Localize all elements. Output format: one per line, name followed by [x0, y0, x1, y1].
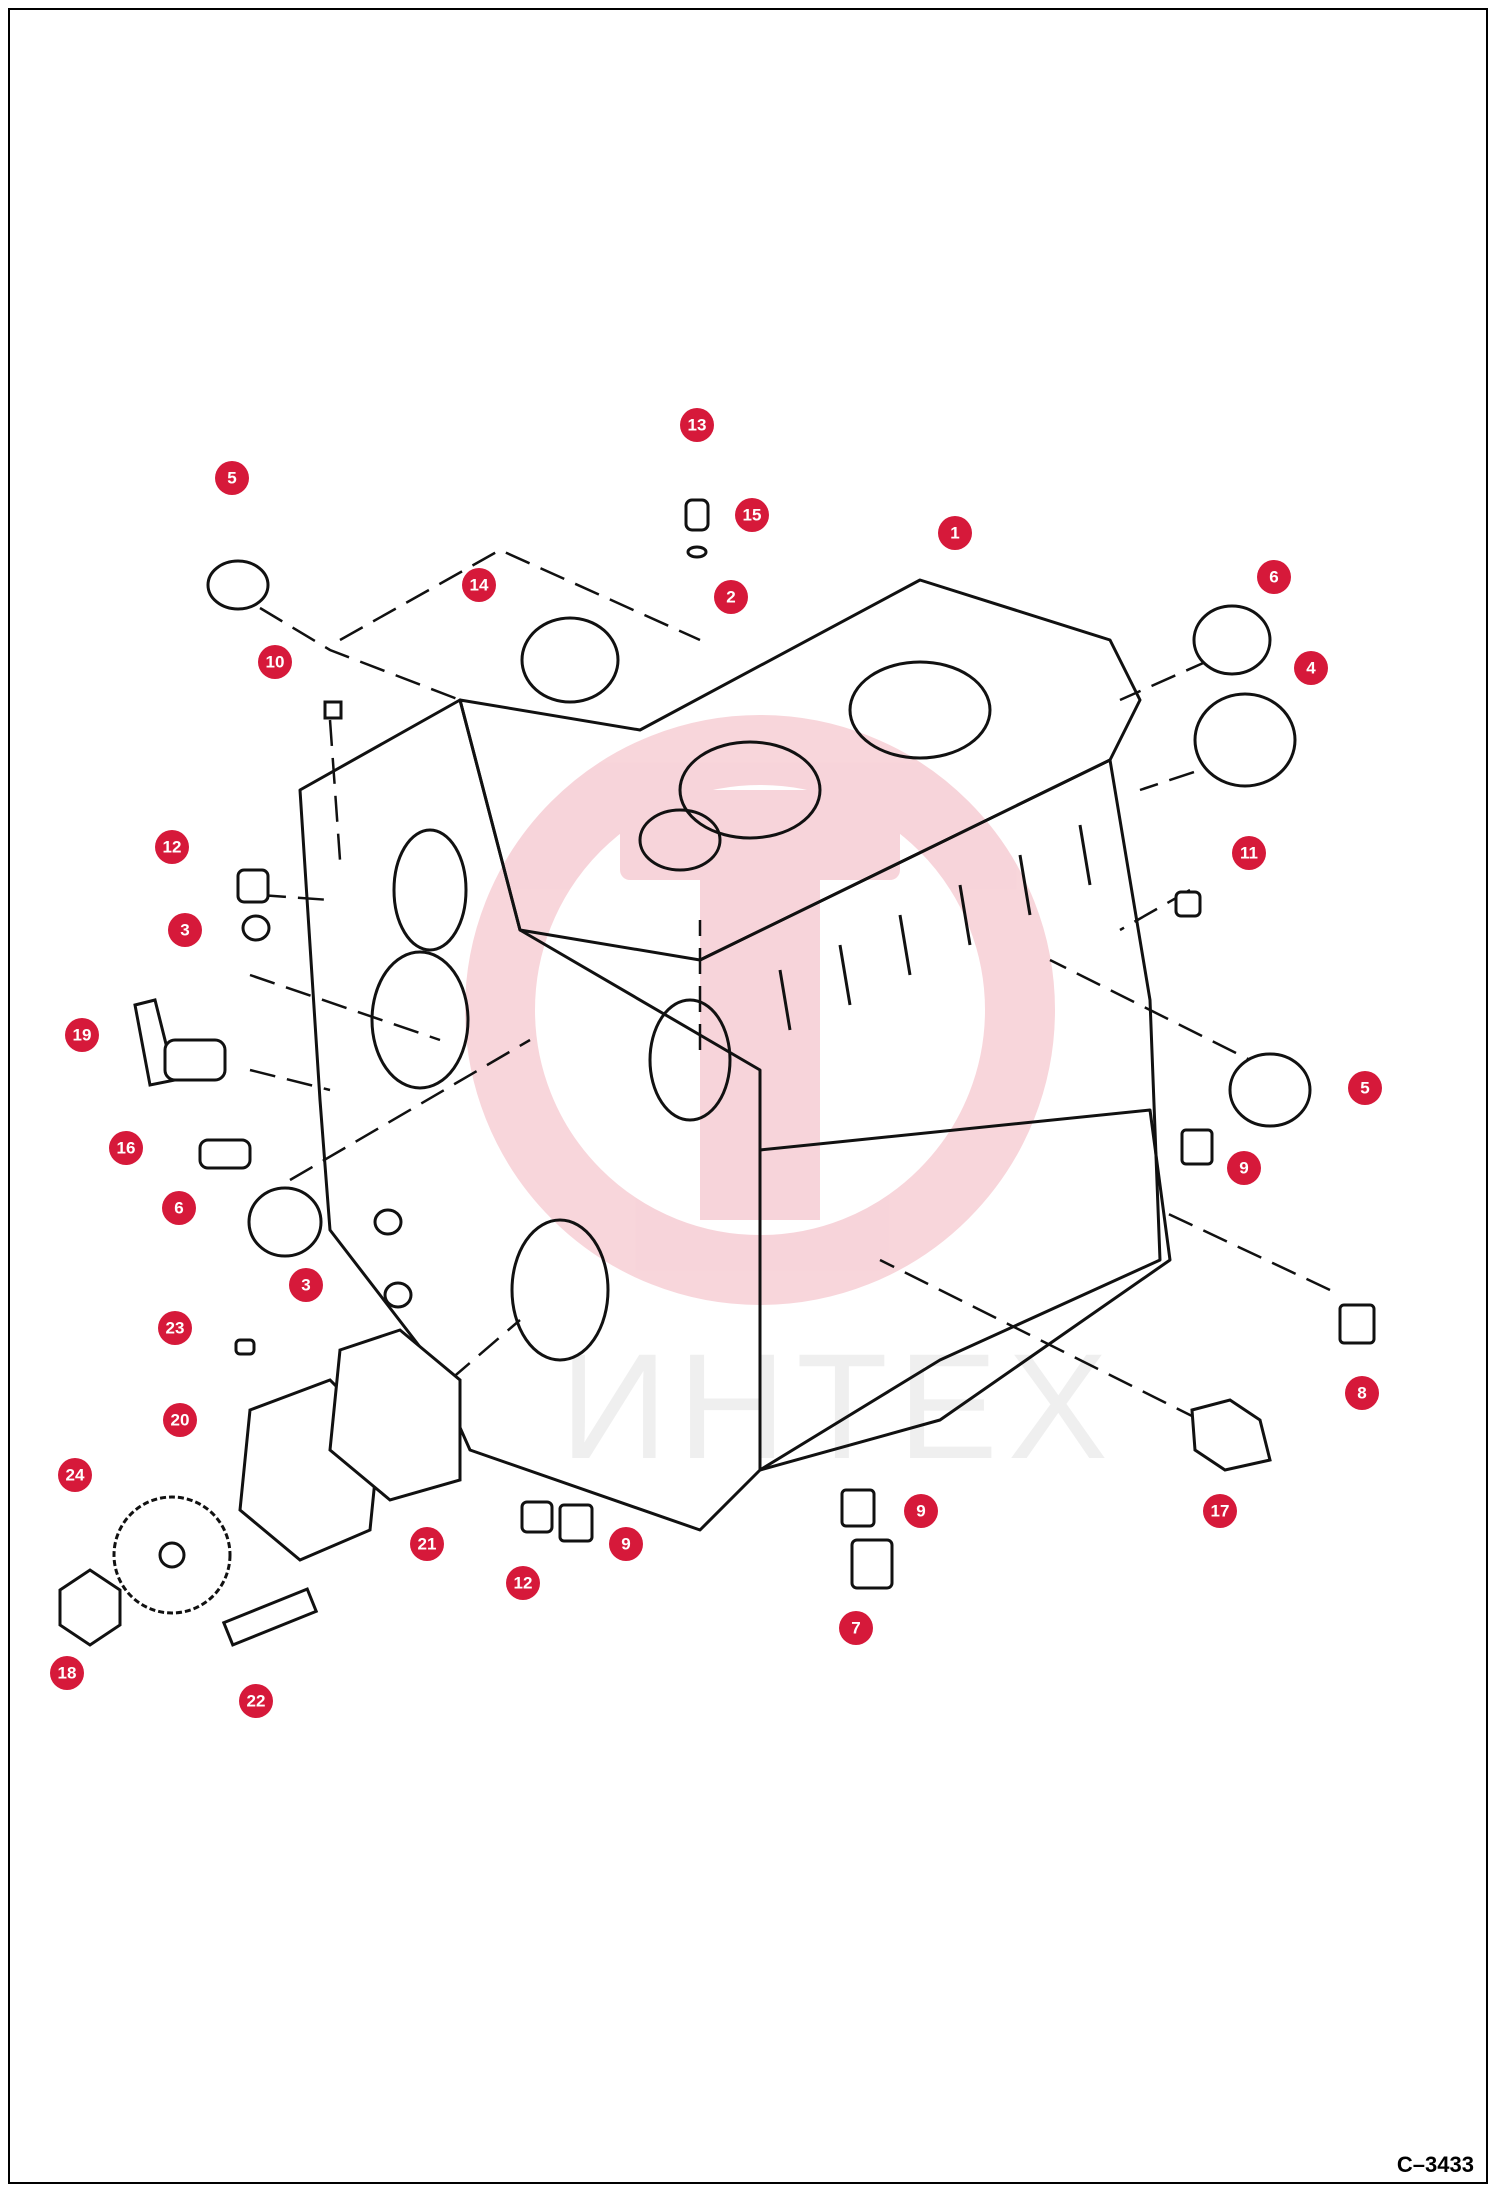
svg-text:19: 19: [73, 1026, 92, 1045]
svg-text:12: 12: [514, 1574, 533, 1593]
callout-12-lower: 12: [506, 1566, 540, 1600]
callout-9-lower: 9: [609, 1527, 643, 1561]
callout-11: 11: [1232, 836, 1266, 870]
callout-15: 15: [735, 498, 769, 532]
svg-text:1: 1: [950, 524, 959, 543]
callout-10: 10: [258, 645, 292, 679]
figure-code: C–3433: [1396, 2152, 1474, 2177]
svg-text:15: 15: [743, 506, 762, 525]
callout-5-right: 5: [1348, 1071, 1382, 1105]
callout-19: 19: [65, 1018, 99, 1052]
callout-7: 7: [839, 1611, 873, 1645]
callout-2: 2: [714, 580, 748, 614]
callout-17: 17: [1203, 1494, 1237, 1528]
callout-21: 21: [410, 1527, 444, 1561]
svg-text:7: 7: [851, 1619, 860, 1638]
svg-text:3: 3: [180, 921, 189, 940]
parts: [58, 498, 1376, 1647]
svg-text:5: 5: [1360, 1079, 1369, 1098]
svg-text:6: 6: [1269, 568, 1278, 587]
svg-text:17: 17: [1211, 1502, 1230, 1521]
leader-lines: [249, 548, 1331, 1422]
callout-12-top: 12: [155, 830, 189, 864]
svg-text:9: 9: [621, 1535, 630, 1554]
callout-22: 22: [239, 1684, 273, 1718]
callout-16: 16: [109, 1131, 143, 1165]
engine-block: [298, 578, 1172, 1532]
callout-8: 8: [1345, 1376, 1379, 1410]
svg-text:8: 8: [1357, 1384, 1366, 1403]
svg-text:9: 9: [916, 1502, 925, 1521]
svg-text:23: 23: [166, 1319, 185, 1338]
svg-text:20: 20: [171, 1411, 190, 1430]
svg-text:5: 5: [227, 469, 236, 488]
svg-text:22: 22: [247, 1692, 266, 1711]
callout-23: 23: [158, 1311, 192, 1345]
callout-1: 1: [938, 516, 972, 550]
svg-text:12: 12: [163, 838, 182, 857]
callout-9-right: 9: [1227, 1151, 1261, 1185]
callout-6-top: 6: [1257, 560, 1291, 594]
callout-3-lower: 3: [289, 1268, 323, 1302]
svg-text:11: 11: [1240, 844, 1258, 863]
svg-text:14: 14: [470, 576, 489, 595]
svg-text:9: 9: [1239, 1159, 1248, 1178]
svg-text:6: 6: [174, 1199, 183, 1218]
callout-9-lower-right: 9: [904, 1494, 938, 1528]
callout-5-top: 5: [215, 461, 249, 495]
svg-text:4: 4: [1306, 659, 1316, 678]
svg-text:10: 10: [266, 653, 285, 672]
diagram-frame: [8, 8, 1488, 2184]
callout-24: 24: [58, 1458, 92, 1492]
callout-4: 4: [1294, 651, 1328, 685]
svg-text:13: 13: [688, 416, 707, 435]
callout-18: 18: [50, 1656, 84, 1690]
callout-20: 20: [163, 1403, 197, 1437]
callout-3-top: 3: [168, 913, 202, 947]
watermark-text: ИНТЕХ: [560, 1322, 1118, 1490]
svg-text:21: 21: [418, 1535, 437, 1554]
callout-14: 14: [462, 568, 496, 602]
svg-text:16: 16: [117, 1139, 136, 1158]
svg-text:18: 18: [58, 1664, 77, 1683]
svg-text:2: 2: [726, 588, 735, 607]
callout-13: 13: [680, 408, 714, 442]
svg-text:24: 24: [66, 1466, 85, 1485]
callout-markers: 13 15 5 1 14 2 6 4 10 12 11 3 19 5 16 9 …: [50, 408, 1382, 1718]
svg-text:3: 3: [301, 1276, 310, 1295]
callout-6-left: 6: [162, 1191, 196, 1225]
